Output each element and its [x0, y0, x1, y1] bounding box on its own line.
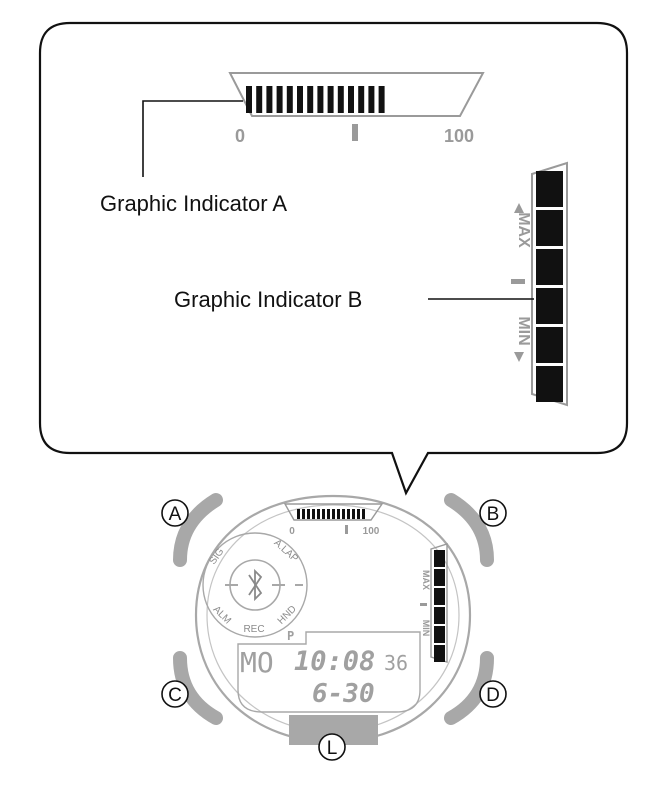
indicator-b-mid-tick: [511, 279, 525, 284]
indicator-b-segment: [536, 366, 563, 402]
indicator-a-frame: [228, 72, 485, 117]
button-l-circle: [318, 733, 346, 761]
watch-gauge-a-min: 0: [289, 526, 295, 537]
button-c[interactable]: C: [161, 680, 189, 708]
indicator-b-segment: [536, 327, 563, 363]
graphic-indicator-b: MAX MIN: [511, 161, 568, 407]
indicator-b-bars: [536, 171, 563, 402]
indicator-a-label: Graphic Indicator A: [100, 191, 287, 216]
watch-gauge-a-segment: [327, 509, 330, 519]
watch-gauge-a-segment: [337, 509, 340, 519]
callout-bubble: [38, 21, 629, 496]
button-c-circle: [161, 680, 189, 708]
watch: 0 100 MAX MIN SIG A.LAP ALM REC HND P MO…: [173, 493, 494, 745]
watch-gauge-b-bars: [434, 550, 445, 662]
watch-gauge-a-segment: [357, 509, 360, 519]
watch-gauge-a-segment: [312, 509, 315, 519]
indicator-a-mid-tick: [352, 124, 358, 141]
button-c-body: [173, 651, 223, 725]
watch-gauge-b-min: MIN: [421, 620, 431, 637]
seconds-display: 36: [384, 651, 408, 675]
indicator-b-segment: [536, 210, 563, 246]
button-a-body: [173, 493, 223, 567]
button-a[interactable]: A: [161, 499, 189, 527]
button-d-body: [444, 651, 494, 725]
indicator-b-min-arrow: [514, 352, 524, 362]
indicator-a-segment: [348, 86, 354, 113]
watch-gauge-b-segment: [434, 607, 445, 624]
watch-gauge-a-segment: [342, 509, 345, 519]
watch-gauge-a-segment: [302, 509, 305, 519]
mode-ring-circle: [202, 532, 308, 638]
time-display: 10:08: [294, 646, 375, 677]
indicator-a-scale-min: 0: [235, 126, 245, 146]
button-b-letter: B: [487, 504, 500, 525]
watch-gauge-a-mid-tick: [345, 525, 348, 534]
watch-gauge-a-frame: [283, 503, 384, 521]
indicator-a-segment: [286, 86, 293, 113]
button-c-letter: C: [168, 685, 182, 706]
bluetooth-icon: [248, 568, 263, 602]
indicator-a-segment: [327, 86, 334, 113]
indicator-b-segment: [536, 288, 563, 324]
watch-gauge-b-mid-tick: [420, 603, 427, 606]
indicator-a-segment: [246, 86, 252, 113]
indicator-a-segment: [317, 86, 324, 113]
watch-gauge-b-max: MAX: [421, 570, 431, 590]
indicator-b-min-label: MIN: [515, 316, 532, 345]
button-l[interactable]: L: [318, 733, 346, 761]
indicator-a-segment: [276, 86, 283, 113]
indicator-b-segment: [536, 249, 563, 285]
button-b[interactable]: B: [479, 499, 507, 527]
indicator-a-segment: [297, 86, 303, 113]
indicator-a-segment: [358, 86, 365, 113]
watch-gauge-b-segment: [434, 626, 445, 643]
indicator-b-max-arrow: [514, 203, 524, 213]
indicator-a-segment: [337, 86, 344, 113]
watch-gauge-a-bars: [297, 509, 365, 519]
watch-gauge-a-segment: [332, 509, 335, 519]
indicator-a-scale-max: 100: [444, 126, 474, 146]
watch-gauge-b-segment: [434, 569, 445, 586]
button-b-body: [444, 493, 494, 567]
watch-gauge-b-segment: [434, 645, 445, 662]
indicator-a-bars: [246, 86, 385, 113]
watch-gauge-b-segment: [434, 550, 445, 567]
watch-gauge-a-segment: [362, 509, 365, 519]
watch-gauge-a-segment: [297, 509, 300, 519]
indicator-a-segment: [368, 86, 375, 113]
watch-gauge-b-segment: [434, 588, 445, 605]
watch-gauge-b-frame: [430, 543, 448, 663]
button-d-letter: D: [486, 685, 500, 706]
indicator-b-label: Graphic Indicator B: [174, 287, 362, 312]
button-a-letter: A: [169, 504, 182, 525]
button-d[interactable]: D: [479, 680, 507, 708]
indicator-a-segment: [266, 86, 273, 113]
graphic-indicator-a: 0 100: [228, 72, 485, 146]
indicator-a-segment: [378, 86, 385, 113]
watch-gauge-a-segment: [307, 509, 310, 519]
lcd-frame: [237, 631, 421, 713]
button-b-circle: [479, 499, 507, 527]
indicator-b-max-label: MAX: [515, 212, 532, 248]
mode-rec-label: REC: [243, 624, 264, 635]
indicator-b-segment: [536, 171, 563, 207]
watch-gauge-a-segment: [352, 509, 355, 519]
watch-gauge-a-segment: [347, 509, 350, 519]
button-l-letter: L: [327, 738, 338, 759]
watch-gauge-a-segment: [317, 509, 320, 519]
date-display: 6-30: [312, 679, 375, 709]
watch-gauge-a-max: 100: [363, 526, 380, 537]
watch-gauge-a-segment: [322, 509, 325, 519]
button-a-circle: [161, 499, 189, 527]
pm-indicator: P: [287, 629, 294, 643]
indicator-a-segment: [307, 86, 314, 113]
indicator-a-segment: [256, 86, 263, 113]
day-of-week: MO: [240, 646, 274, 679]
indicator-a-leader-line: [142, 100, 243, 177]
button-d-circle: [479, 680, 507, 708]
indicator-b-frame: [531, 161, 568, 407]
